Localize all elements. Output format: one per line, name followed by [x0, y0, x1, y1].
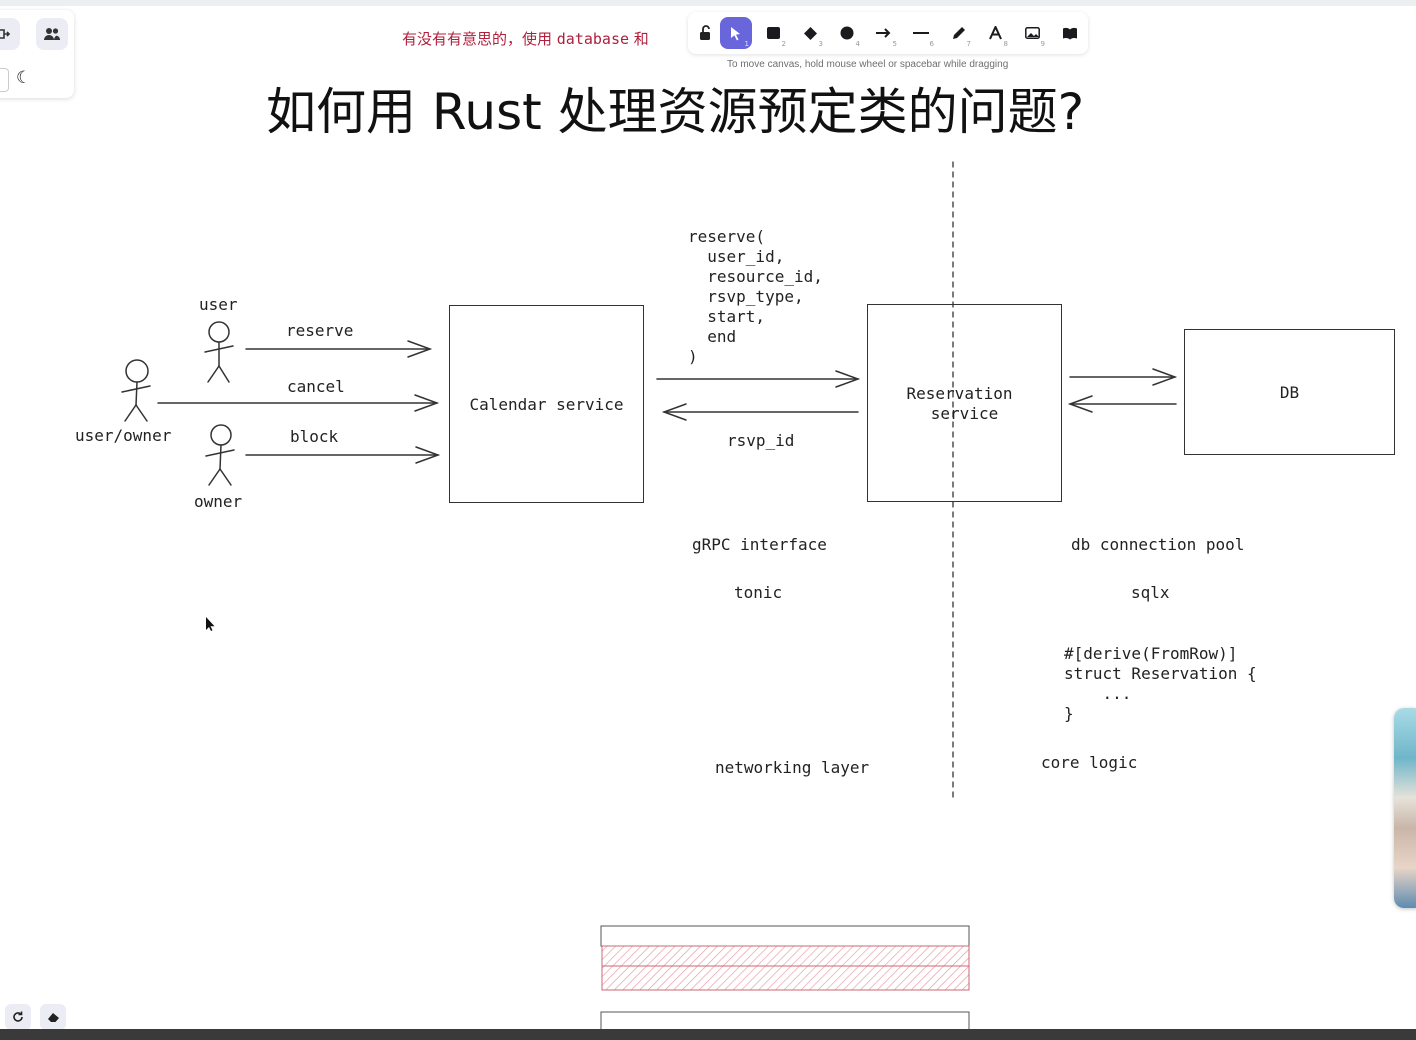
- lock-tool[interactable]: [690, 17, 722, 49]
- draw-tool[interactable]: 7: [942, 17, 974, 49]
- cancel-arrow: [157, 394, 440, 412]
- image-tool[interactable]: 9: [1016, 17, 1048, 49]
- reservation-service-label-2: service: [930, 404, 999, 423]
- db-connection-pool-label: db connection pool: [1071, 535, 1245, 554]
- networking-layer-label: networking layer: [715, 758, 870, 777]
- refresh-icon: [13, 1011, 23, 1022]
- pointer-icon: [731, 26, 740, 40]
- db-response-arrow: [1067, 395, 1177, 413]
- rectangle-icon: [766, 27, 780, 39]
- reserve-call-code: reserve( user_id, resource_id, rsvp_type…: [688, 227, 823, 366]
- text-tool[interactable]: 8: [979, 17, 1011, 49]
- color-swatch[interactable]: [0, 68, 9, 92]
- moon-icon[interactable]: ☾: [16, 68, 32, 88]
- bottom-bar: [0, 1029, 1416, 1040]
- page-title: 如何用 Rust 处理资源预定类的问题?: [266, 83, 1085, 141]
- sqlx-label: sqlx: [1131, 583, 1170, 602]
- owner-figure: [205, 424, 235, 486]
- subtitle-text: 有没有有意思的，使用 database 和: [402, 30, 649, 48]
- tonic-label: tonic: [734, 583, 783, 602]
- collaborate-button[interactable]: [36, 18, 68, 50]
- video-thumbnail: [1394, 708, 1416, 908]
- unlock-icon: [700, 25, 710, 40]
- calendar-service-label: Calendar service: [469, 395, 624, 414]
- mouse-cursor: [206, 617, 215, 631]
- users-icon: [44, 28, 60, 40]
- block-arrow: [245, 446, 441, 464]
- library-icon: [1063, 27, 1077, 39]
- canvas-menu-panel: ☾: [0, 10, 74, 98]
- ellipse-tool[interactable]: 4: [831, 17, 863, 49]
- calendar-service-box[interactable]: [449, 305, 644, 503]
- share-icon: [0, 29, 11, 39]
- eraser-button[interactable]: [40, 1004, 66, 1030]
- arrow-icon: [876, 28, 891, 38]
- db-request-arrow: [1069, 368, 1178, 386]
- rsvp-id-arrow: [661, 403, 859, 421]
- image-icon: [1024, 27, 1040, 39]
- user-owner-figure: [121, 359, 151, 422]
- arrow-tool[interactable]: 5: [868, 17, 900, 49]
- block-label: block: [290, 427, 339, 446]
- reserve-call-arrow: [656, 370, 861, 388]
- ellipse-icon: [840, 26, 854, 40]
- rectangle-tool[interactable]: 2: [757, 17, 789, 49]
- user-owner-label: user/owner: [75, 426, 172, 445]
- share-button[interactable]: [0, 18, 20, 50]
- selection-tool[interactable]: 1: [720, 17, 752, 49]
- eraser-icon: [47, 1013, 59, 1022]
- owner-label: owner: [194, 492, 243, 511]
- rsvp-id-label: rsvp_id: [727, 431, 795, 450]
- bottom-rect-1: [600, 925, 970, 947]
- reserve-label: reserve: [286, 321, 354, 340]
- user-figure: [204, 321, 234, 383]
- line-icon: [913, 32, 929, 34]
- db-label: DB: [1279, 383, 1300, 402]
- undo-button[interactable]: [5, 1004, 31, 1030]
- core-logic-label: core logic: [1041, 753, 1138, 772]
- struct-reservation-code: #[derive(FromRow)] struct Reservation { …: [1064, 644, 1257, 723]
- db-box[interactable]: [1184, 329, 1395, 455]
- canvas-hint: To move canvas, hold mouse wheel or spac…: [727, 59, 1009, 70]
- user-label: user: [199, 295, 238, 314]
- shapes-toolbar: 1 2 3 4 5 6 7 8 9: [688, 12, 1088, 54]
- top-edge: [0, 0, 1416, 6]
- diamond-icon: [803, 26, 817, 40]
- diamond-tool[interactable]: 3: [794, 17, 826, 49]
- library-tool[interactable]: [1054, 17, 1086, 49]
- hatched-rect: [601, 945, 970, 991]
- line-tool[interactable]: 6: [905, 17, 937, 49]
- reservation-service-label-1: Reservation: [906, 384, 1013, 403]
- pencil-icon: [952, 26, 965, 39]
- reservation-service-box[interactable]: [867, 304, 1062, 502]
- cancel-label: cancel: [287, 377, 345, 396]
- grpc-interface-label: gRPC interface: [692, 535, 827, 554]
- text-icon: [988, 26, 1002, 40]
- reserve-arrow: [245, 340, 433, 358]
